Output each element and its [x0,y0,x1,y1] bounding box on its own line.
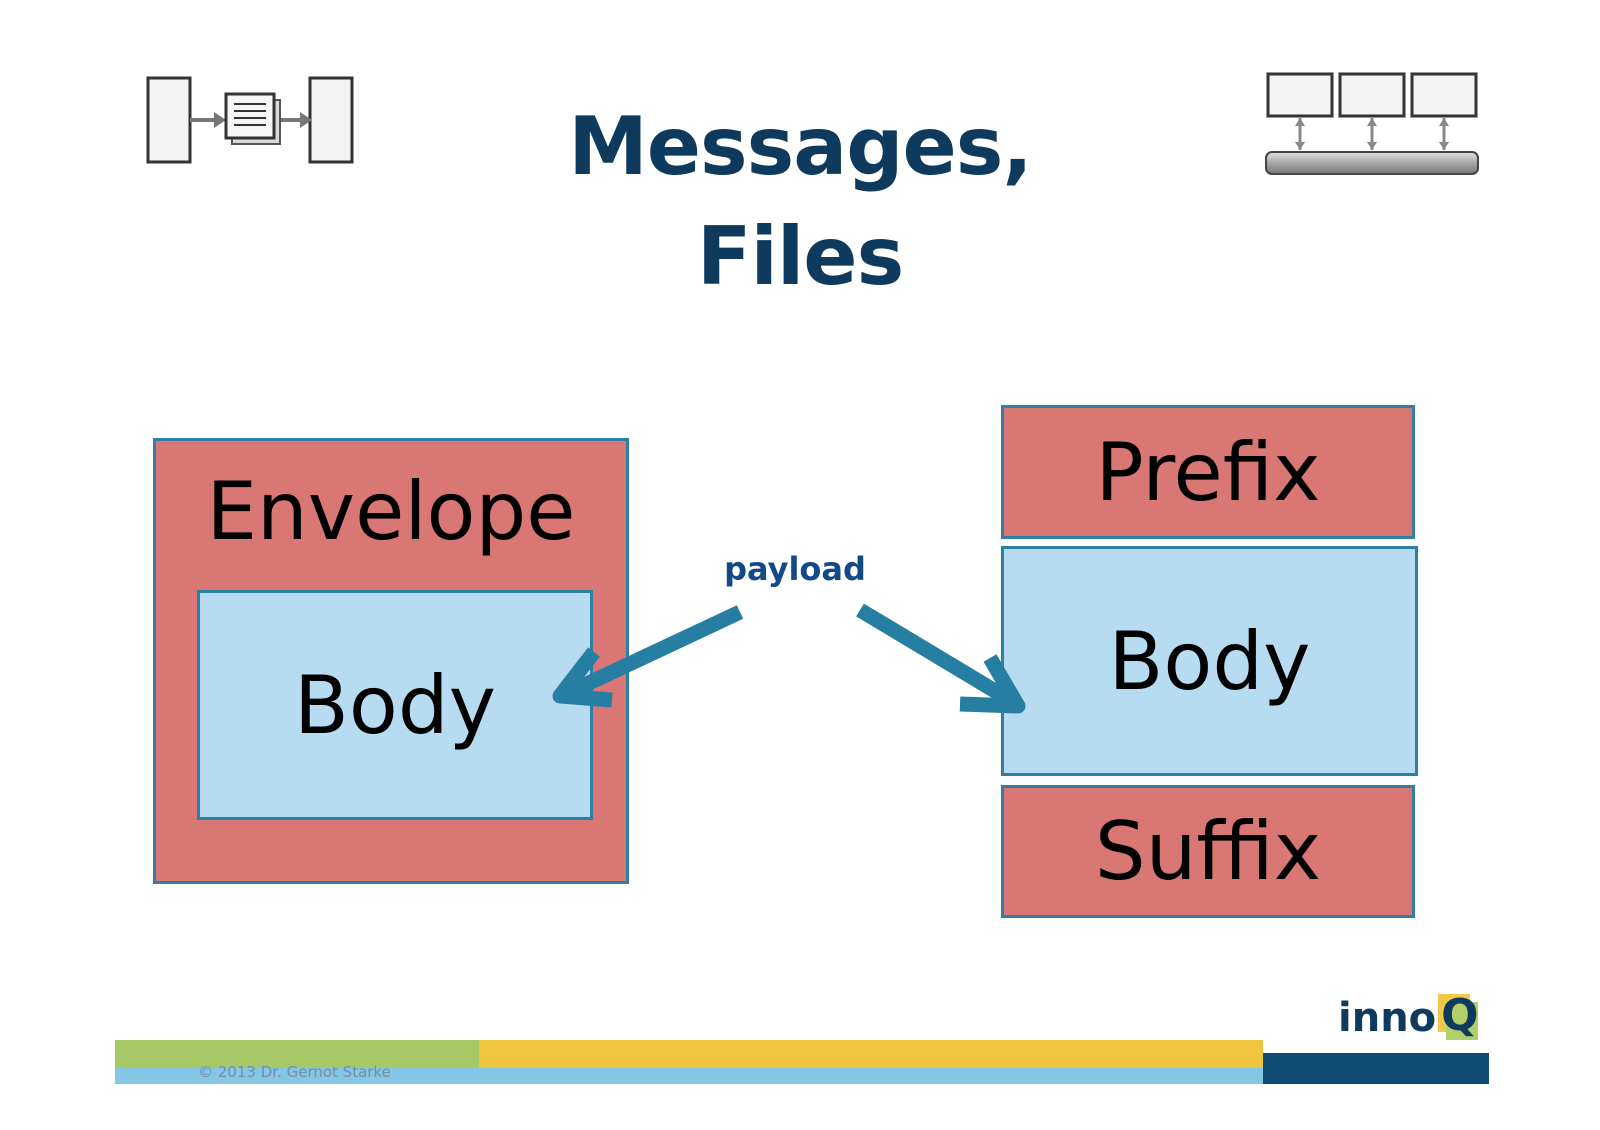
message-channel-icon [146,76,354,164]
logo-text: inno [1338,995,1437,1041]
envelope-label: Envelope [206,465,576,558]
envelope-body-label: Body [294,658,496,752]
suffix-label: Suffix [1094,805,1322,898]
payload-label: payload [724,550,866,588]
footer-bar-lightblue [115,1068,1263,1084]
title-line-2: Files [696,210,904,303]
file-body-label: Body [1108,614,1311,708]
footer-bar-yellow [479,1040,1263,1068]
copyright-text: © 2013 Dr. Gernot Starke [198,1063,391,1081]
prefix-label: Prefix [1095,425,1321,519]
logo-q-letter: Q [1441,990,1479,1041]
file-body-box: Body [1001,546,1418,776]
suffix-box: Suffix [1001,785,1415,918]
title-line-1: Messages, [568,100,1033,193]
envelope-body-box: Body [197,590,593,820]
footer-bar-green [115,1040,479,1068]
arrow-to-file-body [856,603,1026,714]
slide-title: Messages, Files [500,92,1100,312]
innoq-logo: inno Q [1338,990,1479,1041]
prefix-box: Prefix [1001,405,1415,539]
logo-q-mark: Q [1438,990,1479,1041]
footer-bar-navy [1263,1053,1489,1084]
arrow-to-envelope-body [552,605,744,708]
message-bus-icon [1265,72,1479,175]
